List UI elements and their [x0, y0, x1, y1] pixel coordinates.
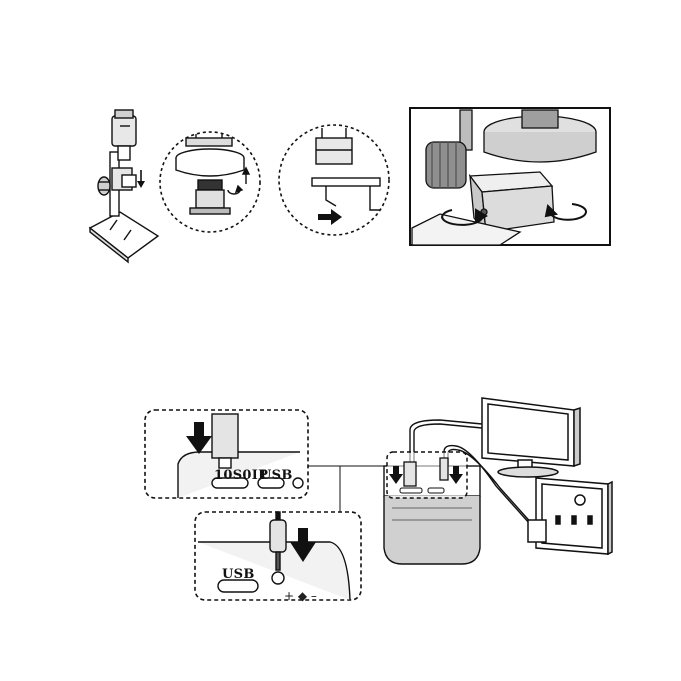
focus-knob-clamp-panel	[410, 108, 610, 245]
callout-lines	[308, 466, 387, 512]
port-zoom-top: 10S0IP USB	[145, 410, 308, 498]
port-highlight	[387, 452, 467, 498]
power-plug-icon	[440, 458, 448, 480]
monitor-icon	[482, 398, 580, 477]
down-arrow-icon	[137, 170, 145, 188]
microscope-stand-icon	[90, 110, 158, 262]
lens-unscrew-panel	[160, 132, 260, 232]
hdmi-plug-icon	[404, 462, 416, 486]
slide-holder-panel	[279, 125, 389, 235]
power-polarity-label: + ◆ –	[284, 589, 317, 603]
port-zoom-bottom: USB + ◆ –	[195, 512, 361, 603]
wall-socket-icon	[528, 478, 612, 554]
usb-port-label-bottom: USB	[222, 567, 255, 582]
usb-port-label-top: USB	[260, 468, 293, 483]
stand-mount-panel	[90, 110, 158, 262]
